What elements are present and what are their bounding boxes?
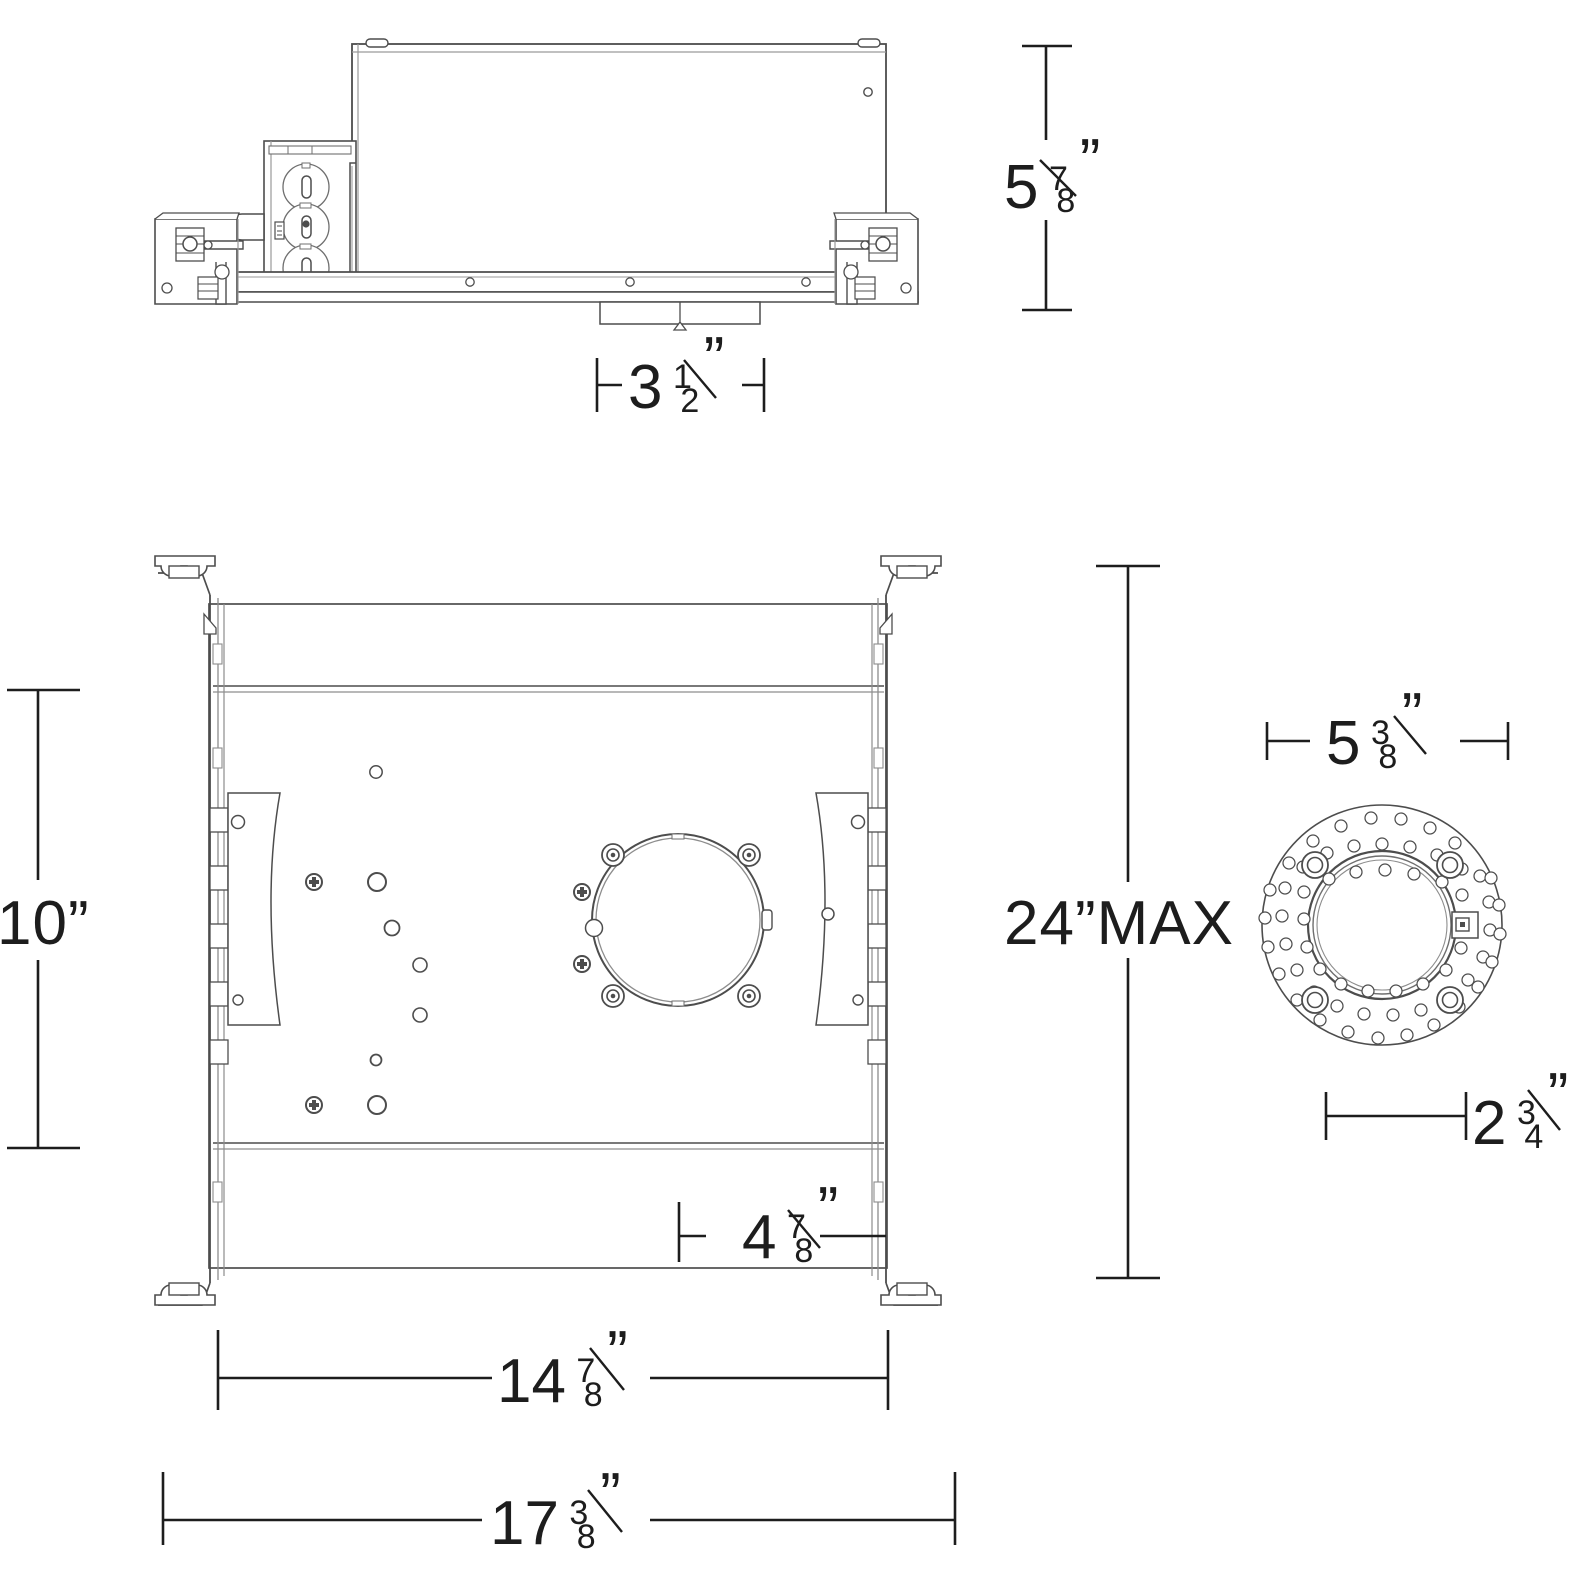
- trim-ring-detail: [1258, 804, 1507, 1046]
- dimension-max-height: 24”MAX: [1000, 564, 1248, 1280]
- junction-box: [263, 140, 357, 292]
- aperture-circle: [573, 833, 773, 1008]
- dimension-label-4-7-8: 4 7 8 ”: [742, 1175, 838, 1272]
- hanger-bar-left: [154, 555, 229, 1306]
- bottom-plan-view: [154, 555, 942, 1306]
- dimension-trim-aperture: 2 3 4 ”: [1324, 1061, 1568, 1158]
- dimension-label-2-3-4: 2 3 4 ”: [1472, 1061, 1568, 1158]
- housing-body: [351, 38, 887, 295]
- knockout-middle: [282, 202, 330, 251]
- dimension-label-5-7-8: 5 7 8 ”: [1004, 127, 1100, 222]
- dimension-trim-outer: 5 3 8 ”: [1265, 681, 1510, 778]
- dimension-side-height: 5 7 8 ”: [1000, 44, 1100, 312]
- mounting-bracket-right: [829, 212, 919, 305]
- dimension-label-14-7-8: 14 7 8 ”: [497, 1319, 628, 1416]
- dimension-label-24-max: 24”MAX: [1004, 889, 1234, 958]
- bar-center-tab: [599, 301, 761, 331]
- mounting-hole-pattern: [305, 765, 835, 1115]
- dimension-label-3-1-2: 3 1 2 ”: [628, 325, 724, 422]
- dimension-label-5-3-8: 5 3 8 ”: [1326, 681, 1422, 778]
- side-elevation-view: [154, 38, 919, 331]
- dimension-label-17-3-8: 17 3 8 ”: [490, 1461, 621, 1558]
- mounting-bar: [199, 271, 919, 331]
- dimension-plan-outer-width: 17 3 8 ”: [161, 1461, 957, 1558]
- dimension-plan-offset: 4 7 8 ”: [677, 1175, 886, 1272]
- dimension-side-width: 3 1 2 ”: [595, 325, 766, 422]
- dimension-label-10: 10”: [0, 889, 90, 958]
- side-bracket-left: [227, 792, 281, 1026]
- mounting-bracket-left: [154, 212, 244, 305]
- trim-perforations: [1258, 811, 1507, 1045]
- hanger-bar-right: [867, 555, 942, 1306]
- dimension-plan-inner-width: 14 7 8 ”: [216, 1319, 890, 1416]
- inner-partition: [349, 162, 356, 286]
- dimension-plan-height: 10”: [0, 688, 100, 1150]
- trim-side-tab: [1451, 911, 1479, 939]
- housing-plate: [208, 603, 888, 1269]
- knockout-top: [282, 162, 330, 211]
- trim-mount-rings: [1301, 851, 1464, 1014]
